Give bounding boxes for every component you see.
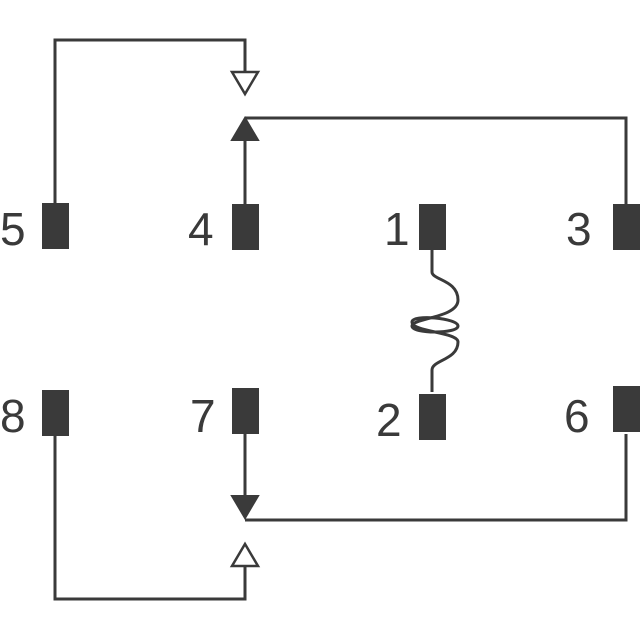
armature-arrow-icon-lower [230,495,260,520]
pin-2-terminal [419,394,446,440]
pin-3-terminal [613,204,640,250]
pin-6-terminal [613,386,640,432]
pin-5-terminal [42,203,69,249]
wire-pin5-to-contact [53,38,247,204]
pin-5-label: 5 [0,203,26,255]
wire-pin6-to-contact [245,434,628,522]
wire-pin8-to-contact [53,436,247,601]
relay-coil-icon [410,249,460,392]
pin-6-label: 6 [564,390,590,442]
pin-7-terminal [232,388,259,434]
pin-4-label: 4 [188,203,214,255]
pin-2-label: 2 [376,394,402,446]
pin-4-terminal [232,204,259,250]
pin-3-label: 3 [566,203,592,255]
armature-arrow-icon-upper [230,116,260,141]
pin-7-label: 7 [190,390,216,442]
normally-open-arrow-icon-lower [229,541,261,568]
wire-pin3-to-contact [245,116,628,204]
normally-open-arrow-icon-upper [229,70,261,97]
pin-8-terminal [42,390,69,436]
pin-1-label: 1 [384,203,410,255]
pin-1-terminal [419,204,446,250]
pin-8-label: 8 [0,390,26,442]
